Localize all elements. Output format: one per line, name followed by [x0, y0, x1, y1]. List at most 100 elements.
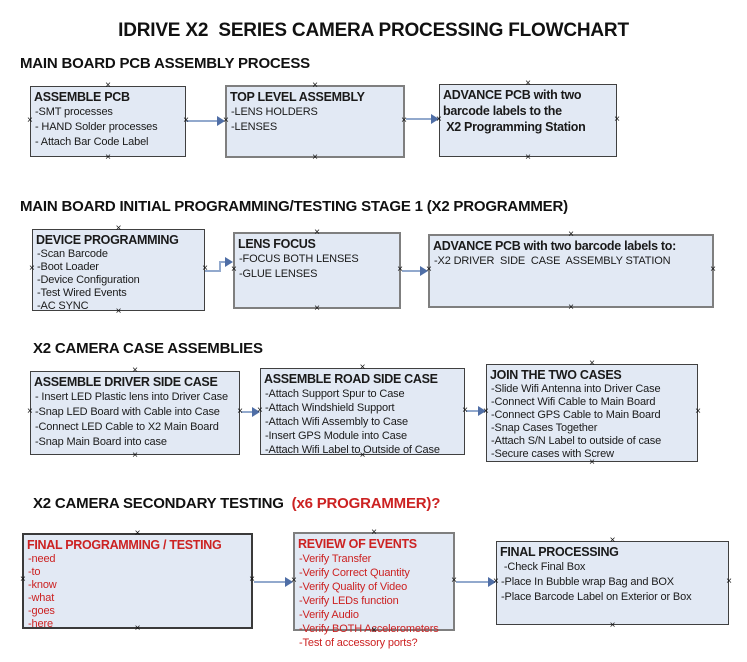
connector-handle-icon: × — [202, 263, 208, 274]
box-title: LENS FOCUS — [238, 237, 316, 251]
box-title: DEVICE PROGRAMMING — [36, 233, 179, 247]
box-item: -Verify Quality of Video — [299, 581, 408, 593]
box-item: -know — [28, 579, 57, 591]
connector-handle-icon: × — [183, 114, 189, 126]
box-title: ADVANCE PCB with two barcode labels to t… — [443, 88, 586, 134]
flow-arrow — [219, 262, 221, 272]
connector-handle-icon: × — [371, 625, 377, 636]
flow-arrow — [241, 411, 252, 413]
connector-handle-icon: × — [451, 574, 457, 586]
arrow-head-icon — [488, 577, 496, 587]
box-item: -Check Final Box — [501, 561, 586, 573]
connector-handle-icon: × — [525, 78, 531, 89]
box-item: -Scan Barcode — [37, 248, 108, 260]
connector-handle-icon: × — [105, 80, 111, 91]
connector-handle-icon: × — [371, 527, 377, 538]
connector-handle-icon: × — [397, 263, 403, 275]
box-item: -Snap LED Board with Cable into Case — [35, 406, 220, 418]
connector-handle-icon: × — [312, 80, 318, 91]
box-title: ASSEMBLE ROAD SIDE CASE — [264, 372, 438, 386]
flow-box-top-level-assembly: TOP LEVEL ASSEMBLY -LENS HOLDERS -LENSES… — [223, 81, 407, 163]
box-item: -Snap Cases Together — [491, 422, 598, 434]
connector-handle-icon: × — [132, 365, 138, 376]
flow-box-assemble-road-side-case: ASSEMBLE ROAD SIDE CASE -Attach Support … — [257, 363, 468, 461]
arrow-head-icon — [420, 266, 428, 276]
connector-handle-icon: × — [609, 620, 616, 631]
connector-handle-icon: × — [525, 152, 531, 163]
arrow-head-icon — [252, 407, 260, 417]
box-item: -AC SYNC — [37, 300, 89, 312]
box-title: FINAL PROCESSING — [500, 545, 619, 559]
box-item: -X2 DRIVER SIDE CASE ASSEMBLY STATION — [434, 255, 671, 267]
connector-handle-icon: × — [695, 406, 701, 417]
connector-handle-icon: × — [589, 457, 595, 468]
box-item: -Insert GPS Module into Case — [265, 430, 407, 442]
box-title: JOIN THE TWO CASES — [490, 368, 622, 382]
box-item: -Place In Bubble wrap Bag and BOX — [501, 576, 674, 588]
box-title: REVIEW OF EVENTS — [298, 537, 417, 551]
flow-box-assemble-pcb: ASSEMBLE PCB -SMT processes - HAND Solde… — [27, 81, 189, 163]
connector-handle-icon: × — [237, 406, 243, 417]
box-item: - Insert LED Plastic lens into Driver Ca… — [35, 391, 228, 403]
connector-handle-icon: × — [462, 404, 468, 416]
connector-handle-icon: × — [249, 574, 255, 585]
arrow-head-icon — [217, 116, 225, 126]
flow-box-advance-pcb-programming-station: ADVANCE PCB with two barcode labels to t… — [436, 79, 620, 163]
flow-box-assemble-driver-side-case: ASSEMBLE DRIVER SIDE CASE - Insert LED P… — [27, 366, 243, 461]
box-item: -Test of accessory ports? — [299, 637, 418, 649]
section-heading-black-part: X2 CAMERA SECONDARY TESTING — [33, 495, 288, 512]
box-item: -GLUE LENSES — [239, 268, 318, 280]
flowchart-title: IDRIVE X2 SERIES CAMERA PROCESSING FLOWC… — [118, 20, 629, 41]
box-item: -need — [28, 553, 56, 565]
connector-handle-icon: × — [426, 264, 432, 275]
box-item: -Place Barcode Label on Exterior or Box — [501, 591, 692, 603]
flow-arrow — [186, 120, 217, 122]
box-item: -Verify Transfer — [299, 553, 372, 565]
box-item: -Connect Wifi Cable to Main Board — [491, 396, 656, 408]
connector-handle-icon: × — [314, 227, 320, 238]
connector-handle-icon: × — [568, 302, 574, 313]
box-item: -Verify Audio — [299, 609, 359, 621]
connector-handle-icon: × — [29, 263, 35, 274]
flow-arrow — [466, 410, 478, 412]
connector-handle-icon: × — [710, 264, 716, 275]
box-item: -Connect GPS Cable to Main Board — [491, 409, 661, 421]
connector-handle-icon: × — [115, 306, 122, 317]
box-item: -Attach Windshield Support — [265, 402, 395, 414]
box-item: -LENS HOLDERS — [231, 106, 318, 118]
connector-handle-icon: × — [359, 450, 366, 461]
box-item: -LENSES — [231, 121, 278, 133]
section-heading-pcb-assembly: MAIN BOARD PCB ASSEMBLY PROCESS — [20, 55, 310, 72]
connector-handle-icon: × — [223, 114, 229, 126]
flow-arrow — [254, 581, 285, 583]
flow-arrow — [402, 270, 420, 272]
box-item: - HAND Solder processes — [35, 121, 158, 133]
connector-handle-icon: × — [27, 406, 33, 417]
connector-handle-icon: × — [134, 528, 141, 539]
connector-handle-icon: × — [314, 303, 320, 314]
box-item: -Secure cases with Screw — [491, 448, 614, 460]
box-item: -Attach S/N Label to outside of case — [491, 435, 662, 447]
connector-handle-icon: × — [614, 113, 620, 125]
flow-arrow — [205, 270, 221, 272]
box-title: FINAL PROGRAMMING / TESTING — [27, 538, 222, 552]
connector-handle-icon: × — [483, 406, 489, 417]
arrow-head-icon — [285, 577, 293, 587]
connector-handle-icon: × — [568, 229, 574, 240]
box-title: TOP LEVEL ASSEMBLY — [230, 90, 365, 104]
arrow-head-icon — [431, 114, 439, 124]
box-title: ASSEMBLE PCB — [34, 90, 130, 104]
box-item: -Snap Main Board into case — [35, 436, 167, 448]
section-heading-case-assemblies: X2 CAMERA CASE ASSEMBLIES — [33, 340, 263, 357]
connector-handle-icon: × — [231, 263, 237, 275]
flow-arrow — [406, 118, 431, 120]
connector-handle-icon: × — [291, 574, 297, 586]
box-item: -Device Configuration — [37, 274, 140, 286]
connector-handle-icon: × — [312, 152, 318, 163]
box-item: -what — [28, 592, 55, 604]
box-item: -Attach Wifi Label to Outside of Case — [265, 444, 440, 456]
arrow-head-icon — [225, 257, 233, 267]
box-item: -Verify Correct Quantity — [299, 567, 410, 579]
flow-box-review-of-events: REVIEW OF EVENTS -Verify Transfer -Verif… — [291, 528, 457, 650]
flow-box-join-the-two-cases: JOIN THE TWO CASES -Slide Wifi Antenna i… — [483, 359, 701, 468]
